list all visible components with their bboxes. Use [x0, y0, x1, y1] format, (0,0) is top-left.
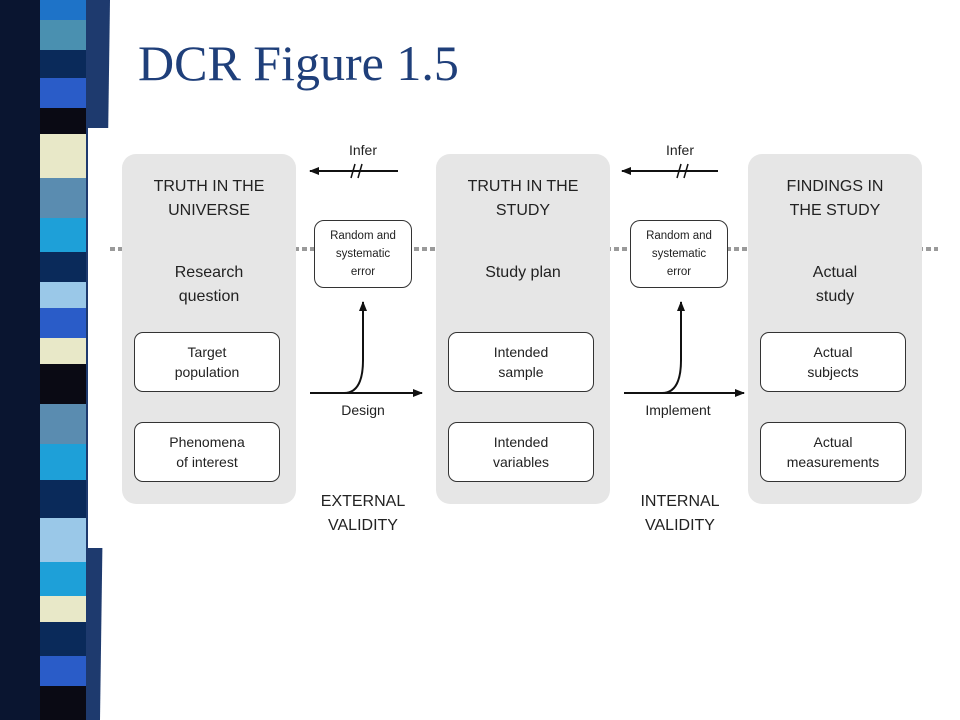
panel-subheading: Research question	[174, 264, 244, 305]
phenomena-of-interest-box: Phenomena of interest	[134, 422, 280, 482]
infer-label: Infer	[665, 142, 694, 158]
error-arrow	[661, 301, 685, 394]
panel-subheading: Actual study	[812, 264, 858, 305]
decorative-stripe-bar	[0, 0, 110, 720]
internal-validity-label: INTERNAL VALIDITY	[640, 493, 720, 534]
panel-heading: TRUTH IN THE STUDY	[467, 178, 579, 219]
actual-measurements-box: Actual measurements	[760, 422, 906, 482]
intended-sample-box: Intended sample	[448, 332, 594, 392]
slide-title: DCR Figure 1.5	[138, 35, 459, 91]
external-validity-label: EXTERNAL VALIDITY	[320, 493, 406, 534]
design-label: Design	[341, 402, 385, 418]
panel-subheading: Study plan	[485, 264, 561, 281]
error-box: Random and systematic error	[630, 220, 728, 288]
break-mark	[357, 163, 363, 179]
break-mark	[683, 163, 689, 179]
panel-findings-in-study: FINDINGS IN THE STUDY Actual study Actua…	[748, 154, 922, 504]
panel-heading: FINDINGS IN THE STUDY	[786, 178, 884, 219]
target-population-box: Target population	[134, 332, 280, 392]
implement-label: Implement	[645, 402, 711, 418]
infer-label: Infer	[348, 142, 377, 158]
validity-diagram: TRUTH IN THE UNIVERSE Research question …	[88, 128, 948, 548]
break-mark	[350, 163, 356, 179]
break-mark	[676, 163, 682, 179]
panel-heading: TRUTH IN THE UNIVERSE	[153, 178, 265, 219]
error-box: Random and systematic error	[314, 220, 412, 288]
panel-truth-in-universe: TRUTH IN THE UNIVERSE Research question …	[122, 154, 296, 504]
panel-truth-in-study: TRUTH IN THE STUDY Study plan Intended s…	[436, 154, 610, 504]
actual-subjects-box: Actual subjects	[760, 332, 906, 392]
intended-variables-box: Intended variables	[448, 422, 594, 482]
error-arrow	[343, 301, 367, 394]
